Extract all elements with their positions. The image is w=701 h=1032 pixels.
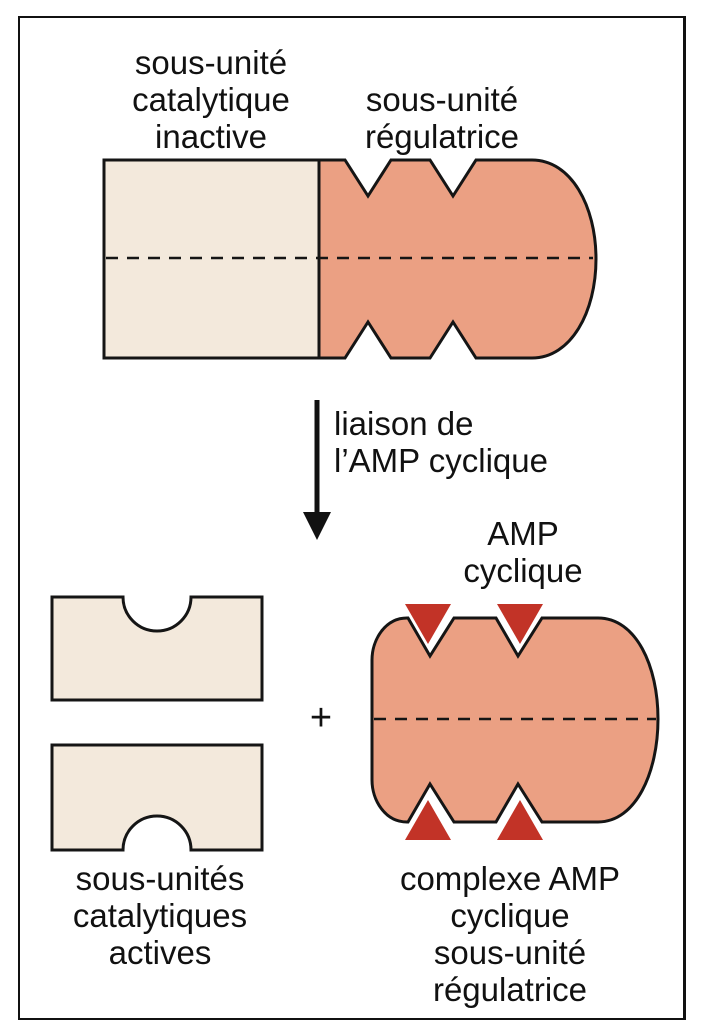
label-regulatory: sous-unité régulatrice [364, 81, 520, 155]
plus-sign: + [309, 697, 333, 739]
active-catalytic-subunit-top [50, 595, 264, 702]
label-inactive-catalytic: sous-unité catalytique inactive [132, 44, 290, 155]
camp-marker-top-right [497, 604, 543, 644]
label-complex: complexe AMP cyclique sous-unité régulat… [399, 860, 621, 1008]
camp-marker-bottom-left [405, 800, 451, 840]
camp-regulatory-complex [370, 616, 660, 824]
regulatory-subunit [317, 158, 598, 360]
label-active-catalytic: sous-unités catalytiques actives [72, 860, 248, 971]
label-binding-step: liaison de l’AMP cyclique [334, 405, 548, 479]
reaction-arrow-head [303, 512, 331, 540]
label-cyclic-amp: AMP cyclique [463, 515, 583, 589]
camp-marker-top-left [405, 604, 451, 644]
active-catalytic-subunit-bottom [50, 743, 264, 852]
camp-marker-bottom-right [497, 800, 543, 840]
